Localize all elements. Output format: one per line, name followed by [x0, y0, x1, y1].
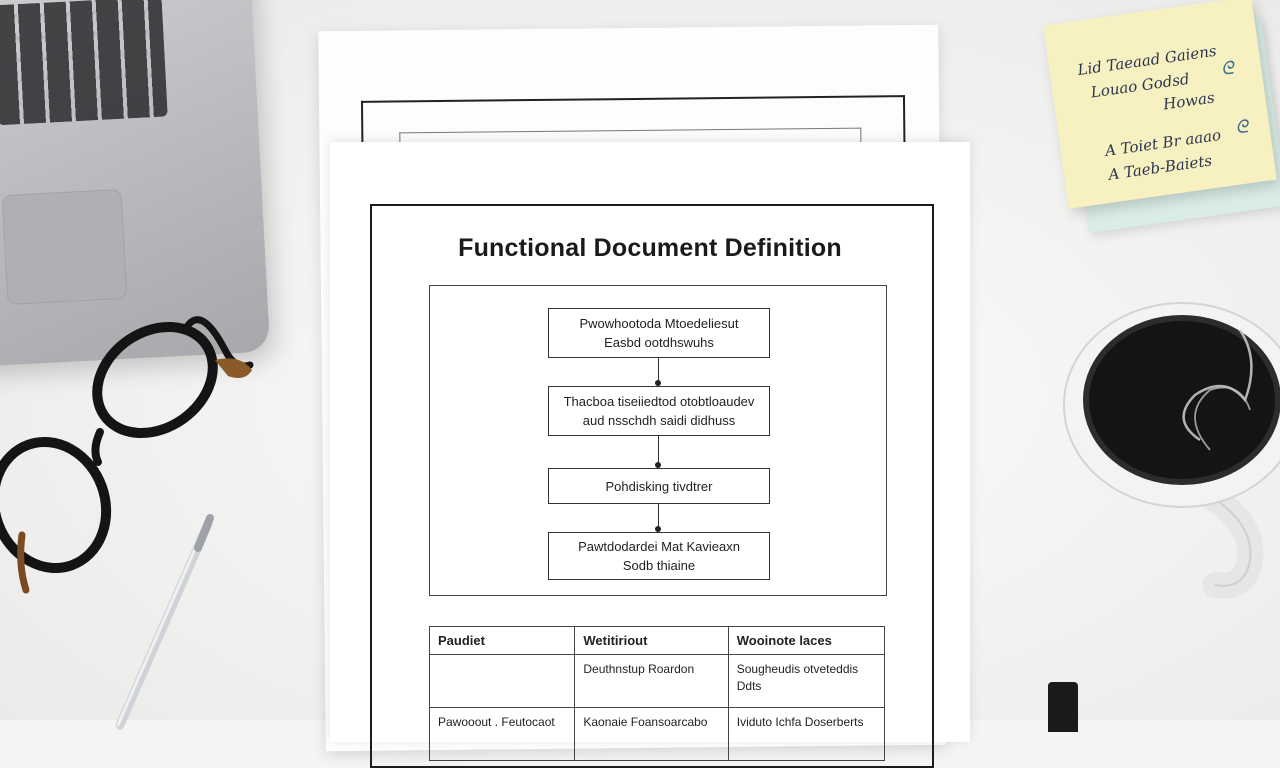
table-cell: Pawooout . Feutocaot [428, 707, 576, 761]
laptop-keyboard [0, 0, 168, 126]
sticky-note-yellow: Lid Taeaad Gaiens Louao Godsd Howas A To… [1043, 0, 1277, 209]
flow-step-1: Pwowhootoda Mtoedeliesut Easbd ootdhswuh… [548, 308, 770, 358]
table-cell [428, 654, 576, 708]
doodle-icon: ᘓ [1219, 57, 1236, 81]
flow-connector [655, 358, 661, 386]
table-header: Paudiet [428, 626, 576, 655]
flow-step-4: Pawtdodardei Mat Kavieaxn Sodb thiaine [548, 532, 770, 580]
flow-connector [655, 504, 661, 532]
coffee-mug-icon [1063, 302, 1280, 599]
table-cell: Ividuto Ichfa Doserberts [727, 707, 886, 761]
front-document: Functional Document Definition Pwowhooto… [330, 142, 970, 768]
document-title: Functional Document Definition [458, 234, 842, 262]
flow-step-3: Pohdisking tivdtrer [548, 468, 770, 504]
doodle-icon: ᘓ [1233, 116, 1250, 139]
document-table: Paudiet Wetitiriout Wooinote laces Deuth… [428, 626, 886, 761]
table-row: Deuthnstup Roardon Sougheudis otveteddis… [428, 654, 886, 708]
table-cell: Sougheudis otveteddis Ddts [727, 654, 886, 708]
flowchart: Pwowhootoda Mtoedeliesut Easbd ootdhswuh… [429, 285, 887, 596]
table-header: Wetitiriout [574, 626, 729, 655]
glasses-icon [0, 316, 254, 594]
sticky-note-line: Lid Taeaad Gaiens [1076, 41, 1218, 80]
flow-connector [655, 436, 661, 468]
laptop-trackpad [1, 188, 128, 306]
table-row: Pawooout . Feutocaot Kaonaie Foansoarcab… [428, 707, 886, 761]
sticky-note-line: Howas [1162, 88, 1216, 114]
table-header: Wooinote laces [727, 626, 886, 655]
marker-icon [1048, 682, 1078, 732]
pen-icon [115, 514, 214, 730]
table-cell: Deuthnstup Roardon [574, 654, 729, 708]
flow-step-2: Thacboa tiseiiedtod otobtloaudev aud nss… [548, 386, 770, 436]
table-cell: Kaonaie Foansoarcabo [574, 707, 729, 761]
